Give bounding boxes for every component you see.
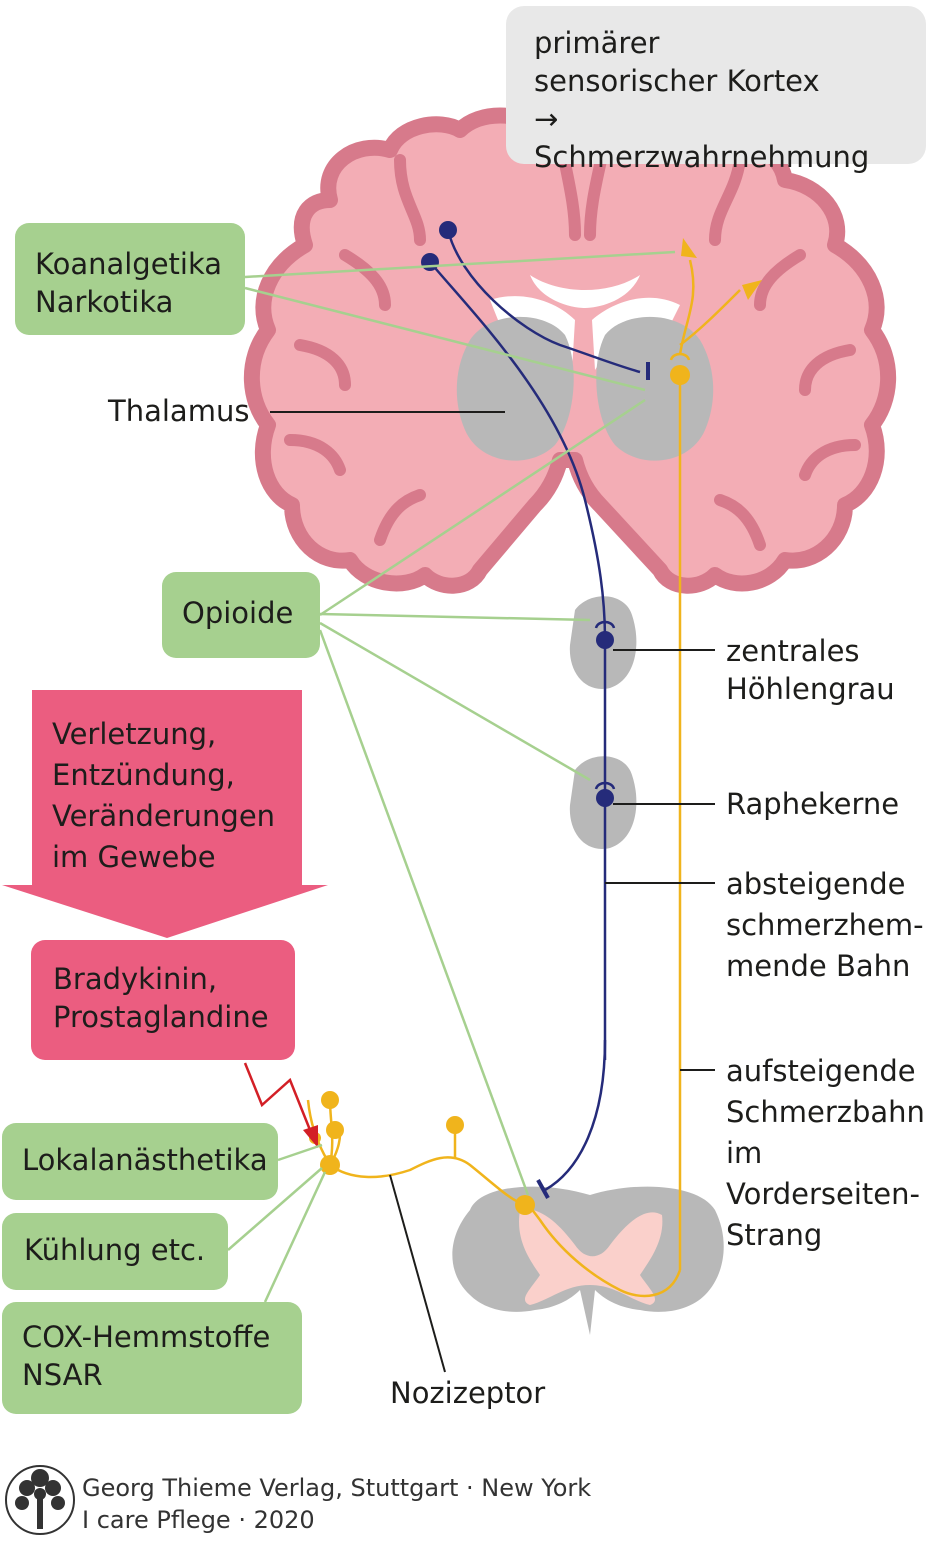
mediators-box: Bradykinin, Prostaglandine [31,940,295,1060]
spinal-cord [452,1186,724,1335]
aufsteigend-line-4: Vorderseiten- [726,1177,920,1211]
corpus-callosum [530,275,640,308]
absteigend-line-2: schmerzhem- [726,908,924,942]
aufsteigend-line-3: im [726,1136,763,1170]
kuehlung-box: Kühlung etc. [2,1213,228,1290]
absteigend-line-3: mende Bahn [726,949,911,983]
cortex-line-1: primärer [534,26,660,60]
opioide-box: Opioide [162,572,320,658]
nozizeptor-label: Nozizeptor [390,1376,546,1410]
koanalgetika-box: Koanalgetika Narkotika [15,223,245,335]
injury-arrow [2,690,328,938]
mediators-line-1: Bradykinin, [53,962,218,996]
brain-section [243,107,897,594]
hoehlengrau-line-2: Höhlengrau [726,672,895,706]
cox-box: COX-Hemmstoffe NSAR [2,1302,302,1414]
absteigend-line-1: absteigende [726,867,906,901]
raphe-label: Raphekerne [726,787,900,821]
edition-line: I care Pflege · 2020 [82,1506,315,1534]
hoehlengrau-label: zentrales Höhlengrau [726,632,895,708]
koanalgetika-line-2: Narkotika [35,285,174,319]
trigger-text: Verletzung, Entzündung, Veränderungen im… [52,714,275,878]
drug-connector-lines [227,250,676,1303]
cortex-line-3: → Schmerzwahrnehmung [534,102,870,174]
thalamus-right [596,316,714,461]
trigger-line-3: Veränderungen [52,799,276,833]
label-leader-lines [270,411,715,1373]
aufsteigend-line-1: aufsteigende [726,1054,916,1088]
aufsteigend-line-2: Schmerzbahn [726,1095,925,1129]
trigger-line-2: Entzündung, [52,758,235,792]
lokalanaesthetika-box: Lokalanästhetika [2,1123,278,1200]
aufsteigend-line-5: Strang [726,1218,823,1252]
ascending-arrowheads [681,238,762,300]
koanalgetika-line-1: Koanalgetika [35,247,223,281]
publisher-line: Georg Thieme Verlag, Stuttgart · New Yor… [82,1474,592,1502]
trigger-line-1: Verletzung, [52,717,217,751]
trigger-line-4: im Gewebe [52,840,216,874]
absteigend-label: absteigende schmerzhem- mende Bahn [726,864,924,987]
cox-line-1: COX-Hemmstoffe [22,1320,271,1354]
lightning-arrow [243,1062,318,1148]
thalamus-label: Thalamus [108,394,250,428]
thieme-tree-logo [5,1465,75,1535]
thalamus-left [456,316,574,461]
lokalanaesthetika-label: Lokalanästhetika [22,1143,268,1177]
mediators-line-2: Prostaglandine [53,1000,269,1034]
aufsteigend-label: aufsteigende Schmerzbahn im Vorderseiten… [726,1051,925,1256]
cortex-line-2: sensorischer Kortex [534,64,820,98]
kuehlung-label: Kühlung etc. [24,1233,206,1267]
cox-line-2: NSAR [22,1358,103,1392]
primary-cortex-box: primärer sensorischer Kortex → Schmerzwa… [506,6,926,174]
nociceptor-endings [309,365,690,1215]
hoehlengrau-line-1: zentrales [726,634,860,668]
descending-pathway [429,229,650,1199]
opioide-label: Opioide [182,596,294,630]
